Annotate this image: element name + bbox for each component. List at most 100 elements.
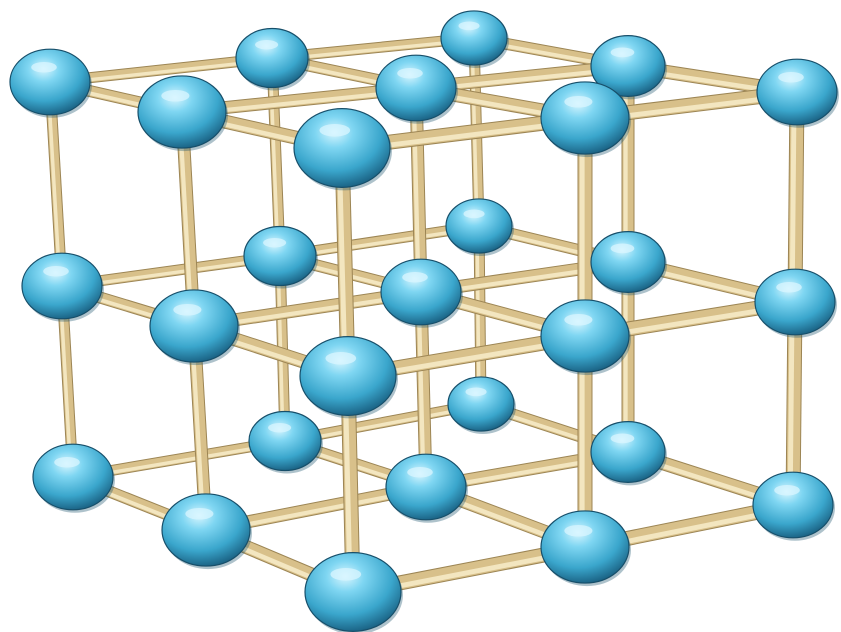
bond-rod-body bbox=[788, 91, 804, 303]
atom-sphere bbox=[299, 336, 398, 419]
atom-sphere bbox=[540, 81, 631, 158]
atom-specular bbox=[564, 313, 593, 326]
atom-sphere bbox=[380, 258, 463, 328]
bond-rod bbox=[787, 91, 805, 303]
atom-specular bbox=[325, 351, 357, 365]
atom-body bbox=[304, 552, 402, 632]
atom-body bbox=[540, 299, 630, 373]
atom-specular bbox=[54, 456, 80, 468]
atom-sphere bbox=[248, 410, 323, 474]
atom-specular bbox=[161, 89, 190, 102]
atom-sphere bbox=[385, 453, 468, 523]
bond-rod-highlight bbox=[411, 88, 421, 293]
atom-body bbox=[137, 75, 227, 149]
atom-specular bbox=[778, 71, 804, 83]
atom-specular bbox=[465, 387, 487, 397]
atom-body bbox=[380, 258, 462, 326]
bond-rod-highlight bbox=[475, 226, 481, 405]
bond-rod bbox=[621, 262, 635, 452]
bond-rod bbox=[785, 301, 803, 506]
bond-rod bbox=[621, 66, 635, 262]
atom-sphere bbox=[149, 289, 240, 366]
atom-body bbox=[375, 54, 457, 122]
atom-specular bbox=[458, 21, 480, 31]
atom-body bbox=[293, 108, 391, 188]
atom-sphere bbox=[375, 54, 458, 124]
atom-body bbox=[540, 510, 630, 584]
atom-specular bbox=[330, 567, 362, 581]
atom-specular bbox=[263, 237, 287, 248]
atom-specular bbox=[463, 209, 485, 219]
atom-body bbox=[32, 443, 114, 511]
atom-body bbox=[590, 35, 666, 97]
atom-sphere bbox=[21, 252, 104, 322]
atom-sphere bbox=[243, 225, 318, 289]
atom-specular bbox=[407, 466, 433, 478]
atom-specular bbox=[776, 281, 802, 293]
atom-specular bbox=[185, 507, 214, 520]
atom-body bbox=[243, 225, 317, 287]
atom-body bbox=[149, 289, 239, 363]
atom-sphere bbox=[447, 376, 516, 435]
atom-specular bbox=[610, 243, 635, 254]
atom-specular bbox=[774, 484, 800, 496]
atom-sphere bbox=[590, 35, 667, 100]
atom-body bbox=[299, 336, 397, 416]
bond-rod bbox=[266, 57, 286, 257]
atom-sphere bbox=[137, 75, 228, 152]
atom-specular bbox=[319, 123, 351, 137]
bond-rod-highlight bbox=[268, 58, 280, 257]
bond-rod-highlight bbox=[46, 82, 62, 287]
atom-body bbox=[590, 421, 666, 483]
atom-sphere bbox=[756, 58, 839, 128]
atom-sphere bbox=[32, 443, 115, 513]
atom-specular bbox=[268, 422, 292, 433]
bond-rod-body bbox=[45, 81, 67, 287]
atom-sphere bbox=[445, 198, 514, 257]
atom-sphere bbox=[590, 421, 667, 486]
atom-body bbox=[752, 471, 834, 539]
atom-sphere bbox=[304, 552, 403, 632]
atom-specular bbox=[397, 67, 423, 79]
bond-rod bbox=[44, 81, 68, 287]
atom-sphere bbox=[161, 493, 252, 570]
atom-body bbox=[385, 453, 467, 521]
atom-body bbox=[756, 58, 838, 126]
atom-body bbox=[590, 231, 666, 293]
atom-sphere bbox=[9, 48, 92, 118]
atom-sphere bbox=[235, 27, 310, 91]
atom-sphere bbox=[540, 510, 631, 587]
atom-body bbox=[440, 10, 508, 66]
atom-body bbox=[161, 493, 251, 567]
atom-body bbox=[9, 48, 91, 116]
atom-sphere bbox=[590, 231, 667, 296]
atom-specular bbox=[43, 265, 69, 277]
atom-body bbox=[447, 376, 515, 432]
atom-body bbox=[235, 27, 309, 89]
atom-specular bbox=[173, 303, 202, 316]
atom-body bbox=[21, 252, 103, 320]
atom-sphere bbox=[293, 108, 392, 191]
atom-sphere bbox=[440, 10, 509, 69]
bond-rod-highlight bbox=[787, 301, 795, 505]
atom-specular bbox=[564, 524, 593, 537]
atom-body bbox=[754, 268, 836, 336]
atom-specular bbox=[564, 95, 593, 108]
bond-rod-highlight bbox=[789, 91, 797, 302]
atom-layer bbox=[9, 10, 839, 632]
bond-rod-body bbox=[786, 301, 802, 506]
bond-rod-body bbox=[267, 57, 285, 257]
atom-specular bbox=[402, 271, 428, 283]
atom-sphere bbox=[754, 268, 837, 338]
atom-specular bbox=[610, 47, 635, 58]
atom-specular bbox=[31, 61, 57, 73]
atom-specular bbox=[610, 433, 635, 444]
bond-rod bbox=[409, 87, 428, 293]
atom-sphere bbox=[752, 471, 835, 541]
atom-body bbox=[445, 198, 513, 254]
atom-specular bbox=[255, 39, 279, 50]
atom-sphere bbox=[540, 299, 631, 376]
atom-body bbox=[540, 81, 630, 155]
